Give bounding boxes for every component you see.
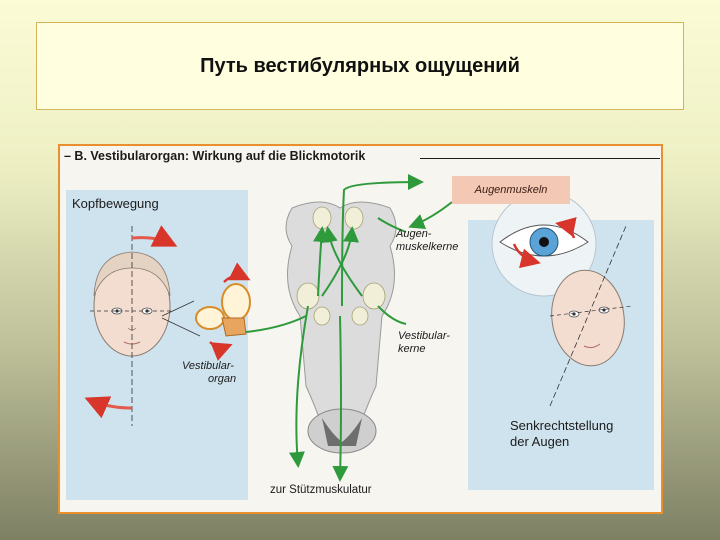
label-vestibularorgan-2: organ — [208, 373, 236, 385]
label-augenmuskelkerne-2: muskelkerne — [396, 241, 458, 253]
label-stuetzmuskulatur: zur Stützmuskulatur — [270, 484, 372, 496]
label-augenmuskeln: Augenmuskeln — [452, 176, 570, 204]
label-senkrecht-2: der Augen — [510, 434, 569, 449]
label-senkrecht-1: Senkrechtstellung — [510, 418, 613, 433]
anatomy-figure: – B. Vestibularorgan: Wirkung auf die Bl… — [58, 144, 663, 514]
vestibular-organ-drawing — [162, 276, 250, 348]
figure-heading: – B. Vestibularorgan: Wirkung auf die Bl… — [64, 149, 365, 163]
label-vestibularorgan-1: Vestibular- — [182, 360, 234, 372]
heading-rule — [420, 158, 660, 159]
left-head-drawing — [90, 226, 174, 426]
label-kopfbewegung: Kopfbewegung — [72, 196, 159, 211]
label-vestibularkerne-1: Vestibular- — [398, 330, 450, 342]
label-augenmuskelkerne-1: Augen- — [396, 228, 431, 240]
slide-title: Путь вестибулярных ощущений — [200, 55, 520, 78]
slide-title-box: Путь вестибулярных ощущений — [36, 22, 684, 110]
label-vestibularkerne-2: kerne — [398, 343, 426, 355]
